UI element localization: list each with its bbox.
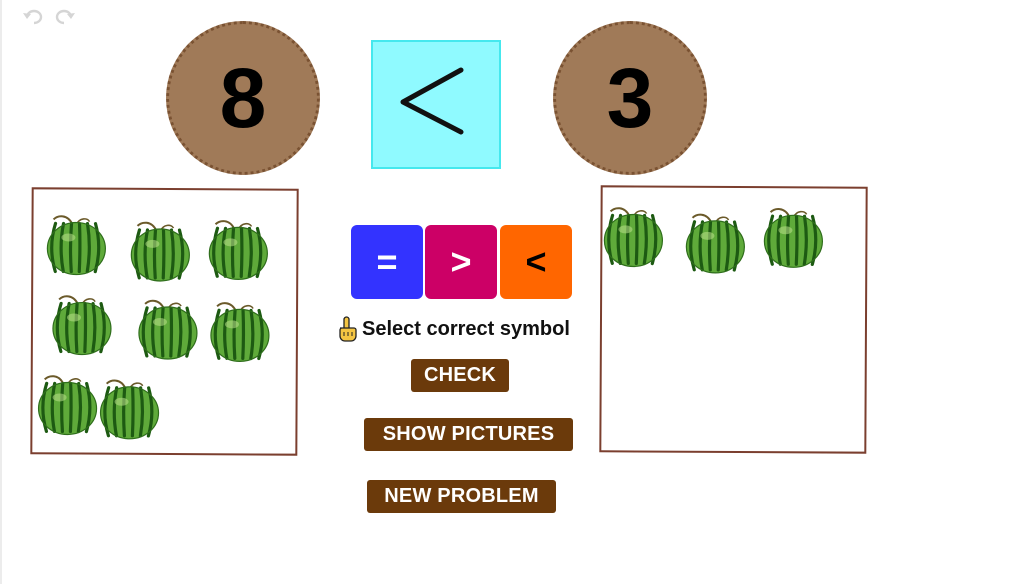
redo-icon[interactable] <box>54 8 76 26</box>
check-button-label: CHECK <box>423 364 497 386</box>
right-picture-box <box>599 185 868 454</box>
watermelon-left-1 <box>45 209 107 276</box>
show-pictures-button-label: SHOW PICTURES <box>382 423 555 445</box>
equal-symbol-label: = <box>376 241 398 282</box>
left-picture-box <box>30 187 299 456</box>
watermelon-left-7 <box>36 369 98 436</box>
right-number: 3 <box>606 50 654 145</box>
left-edge-strip <box>0 0 2 584</box>
watermelon-right-2 <box>684 208 746 274</box>
undo-icon[interactable] <box>22 8 44 26</box>
watermelon-left-8 <box>98 374 160 440</box>
new-problem-button-label: NEW PROBLEM <box>384 485 539 507</box>
watermelon-right-3 <box>762 202 824 268</box>
hint-text: Select correct symbol <box>362 317 570 340</box>
watermelon-right-1 <box>602 201 664 268</box>
less-than-symbol-button[interactable]: < <box>500 225 572 299</box>
left-number: 8 <box>219 50 267 145</box>
watermelon-left-3 <box>207 214 269 280</box>
right-number-circle: 3 <box>553 21 707 175</box>
watermelon-left-6 <box>209 296 271 362</box>
less-than-symbol-label: < <box>525 241 547 282</box>
watermelon-left-5 <box>137 294 199 360</box>
selected-less-than-symbol <box>400 67 464 135</box>
greater-than-symbol-button[interactable]: > <box>425 225 497 299</box>
check-button[interactable]: CHECK <box>411 359 509 392</box>
watermelon-left-4 <box>51 289 113 356</box>
new-problem-button[interactable]: NEW PROBLEM <box>367 480 556 513</box>
show-pictures-button[interactable]: SHOW PICTURES <box>364 418 573 451</box>
pointing-hand-icon <box>339 316 357 342</box>
left-number-circle: 8 <box>166 21 320 175</box>
equal-symbol-button[interactable]: = <box>351 225 423 299</box>
hint-row: Select correct symbol <box>336 316 570 342</box>
watermelon-left-2 <box>129 216 191 282</box>
greater-than-symbol-label: > <box>450 241 472 282</box>
answer-symbol-box[interactable] <box>371 40 501 169</box>
